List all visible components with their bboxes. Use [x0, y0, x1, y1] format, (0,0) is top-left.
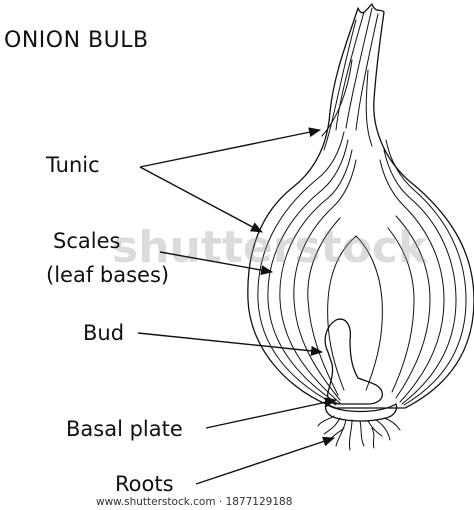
arrow-bud — [137, 332, 323, 356]
arrow-scales — [159, 251, 273, 275]
label-roots: Roots — [115, 472, 174, 496]
arrow-tunic-lower — [139, 166, 263, 233]
label-bud: Bud — [83, 321, 124, 345]
label-basal-plate: Basal plate — [66, 417, 183, 441]
onion-bulb-illustration — [247, 3, 474, 451]
label-tunic: Tunic — [45, 153, 100, 177]
label-scales-line1: Scales — [53, 229, 120, 253]
arrow-basal-plate — [205, 397, 337, 429]
watermark: shutterstock — [112, 222, 429, 273]
arrow-roots — [195, 436, 335, 485]
footer-credit: www.shutterstock.com · 1877129188 — [96, 496, 292, 508]
arrow-tunic-upper — [139, 127, 321, 168]
label-scales-line2: (leaf bases) — [46, 263, 169, 287]
diagram-title: ONION BULB — [4, 28, 149, 53]
